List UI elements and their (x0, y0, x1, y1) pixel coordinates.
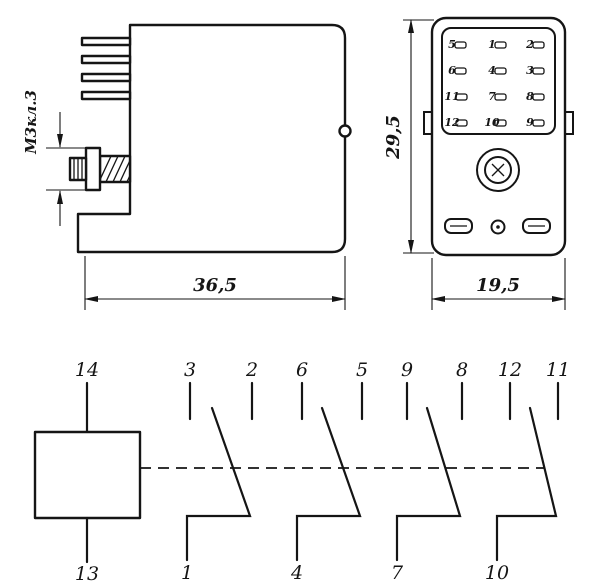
central-boss (476, 148, 520, 192)
center-hole (490, 219, 506, 235)
pin-number: 9 (526, 116, 534, 129)
fixing-slot-left (444, 218, 473, 234)
contact-blade (495, 406, 558, 562)
relay-pin (80, 72, 132, 83)
side-width-label: 36,5 (193, 275, 237, 296)
contact-left-pin-label: 6 (296, 359, 308, 381)
side-width-dimension: 36,5 (84, 256, 346, 310)
pin-slot (455, 93, 468, 101)
pin-slot (532, 119, 545, 127)
circuit-schematic: 14 13 3 2 1 6 5 4 9 (33, 359, 570, 582)
pin-slot (455, 119, 468, 127)
fixing-slot-right (522, 218, 551, 234)
contact-blade (395, 406, 462, 562)
contact-group: 6 5 4 (290, 359, 368, 582)
pin-slot (454, 41, 467, 49)
contact-group: 12 11 10 (485, 359, 570, 582)
center-hole-dot (496, 225, 500, 229)
pin-slot (494, 41, 507, 49)
contact-right-pin-label: 2 (245, 359, 258, 381)
relay-side-view: М3кл.3 36,5 (22, 23, 352, 310)
thread-hatching (73, 158, 83, 180)
pin-slot (494, 119, 507, 127)
contact-right-pin-label: 11 (546, 359, 570, 381)
coil-top-pin-label: 14 (75, 359, 99, 381)
contact-blade (185, 406, 252, 562)
coil-bottom-pin-label: 13 (75, 563, 99, 582)
contact-group: 3 2 1 (181, 359, 258, 582)
pin-number: 2 (525, 38, 534, 51)
contact-left-pin-label: 3 (184, 359, 196, 381)
pin-slot (532, 93, 545, 101)
pin-number: 6 (448, 64, 456, 77)
pin-number: 3 (526, 64, 534, 77)
front-width-label: 19,5 (476, 275, 520, 296)
front-case-outline (430, 16, 567, 257)
body-boss-circle (338, 124, 352, 138)
relay-pin (80, 54, 132, 65)
contact-common-pin-label: 1 (181, 562, 193, 582)
contact-right-pin-label: 5 (356, 359, 368, 381)
contact-common-pin-label: 7 (391, 562, 404, 582)
thread-dimension: М3кл.3 (22, 90, 90, 226)
pin-slot (494, 67, 507, 75)
pin-slot (494, 93, 507, 101)
stud-hatching (100, 156, 130, 182)
front-height-label: 29,5 (383, 115, 404, 160)
pin-slot (532, 67, 545, 75)
relay-body-outline (76, 23, 347, 254)
pin-number: 5 (448, 38, 456, 51)
pin-number: 12 (444, 116, 460, 129)
pin-panel (441, 27, 556, 135)
contact-group: 9 8 7 (391, 359, 468, 582)
pin-slot (532, 41, 545, 49)
front-height-dimension: 29,5 (383, 19, 434, 254)
pin-number: 7 (488, 90, 496, 103)
contact-left-pin-label: 9 (401, 359, 413, 381)
pin-number: 1 (488, 38, 496, 51)
front-width-dimension: 19,5 (431, 258, 566, 310)
pin-number: 10 (484, 116, 500, 129)
relay-front-view: 5 1 2 6 4 3 11 7 8 12 10 9 (383, 16, 574, 310)
contact-right-pin-label: 8 (456, 359, 468, 381)
coil: 14 13 (33, 359, 142, 582)
relay-pin (80, 36, 132, 47)
contact-common-pin-label: 4 (290, 562, 303, 582)
pin-grid: 5 1 2 6 4 3 11 7 8 12 10 9 (444, 38, 545, 129)
pin-number: 8 (526, 90, 534, 103)
pin-number: 11 (444, 90, 459, 103)
bottom-holes (444, 218, 551, 235)
contact-common-pin-label: 10 (485, 562, 509, 582)
coil-box (33, 430, 142, 520)
relay-pin (80, 90, 132, 101)
threaded-stud (68, 146, 132, 192)
thread-label: М3кл.3 (22, 90, 40, 155)
contact-blade (295, 406, 362, 562)
pin-slot (454, 67, 467, 75)
contact-left-pin-label: 12 (498, 359, 522, 381)
pin-number: 4 (488, 64, 496, 77)
